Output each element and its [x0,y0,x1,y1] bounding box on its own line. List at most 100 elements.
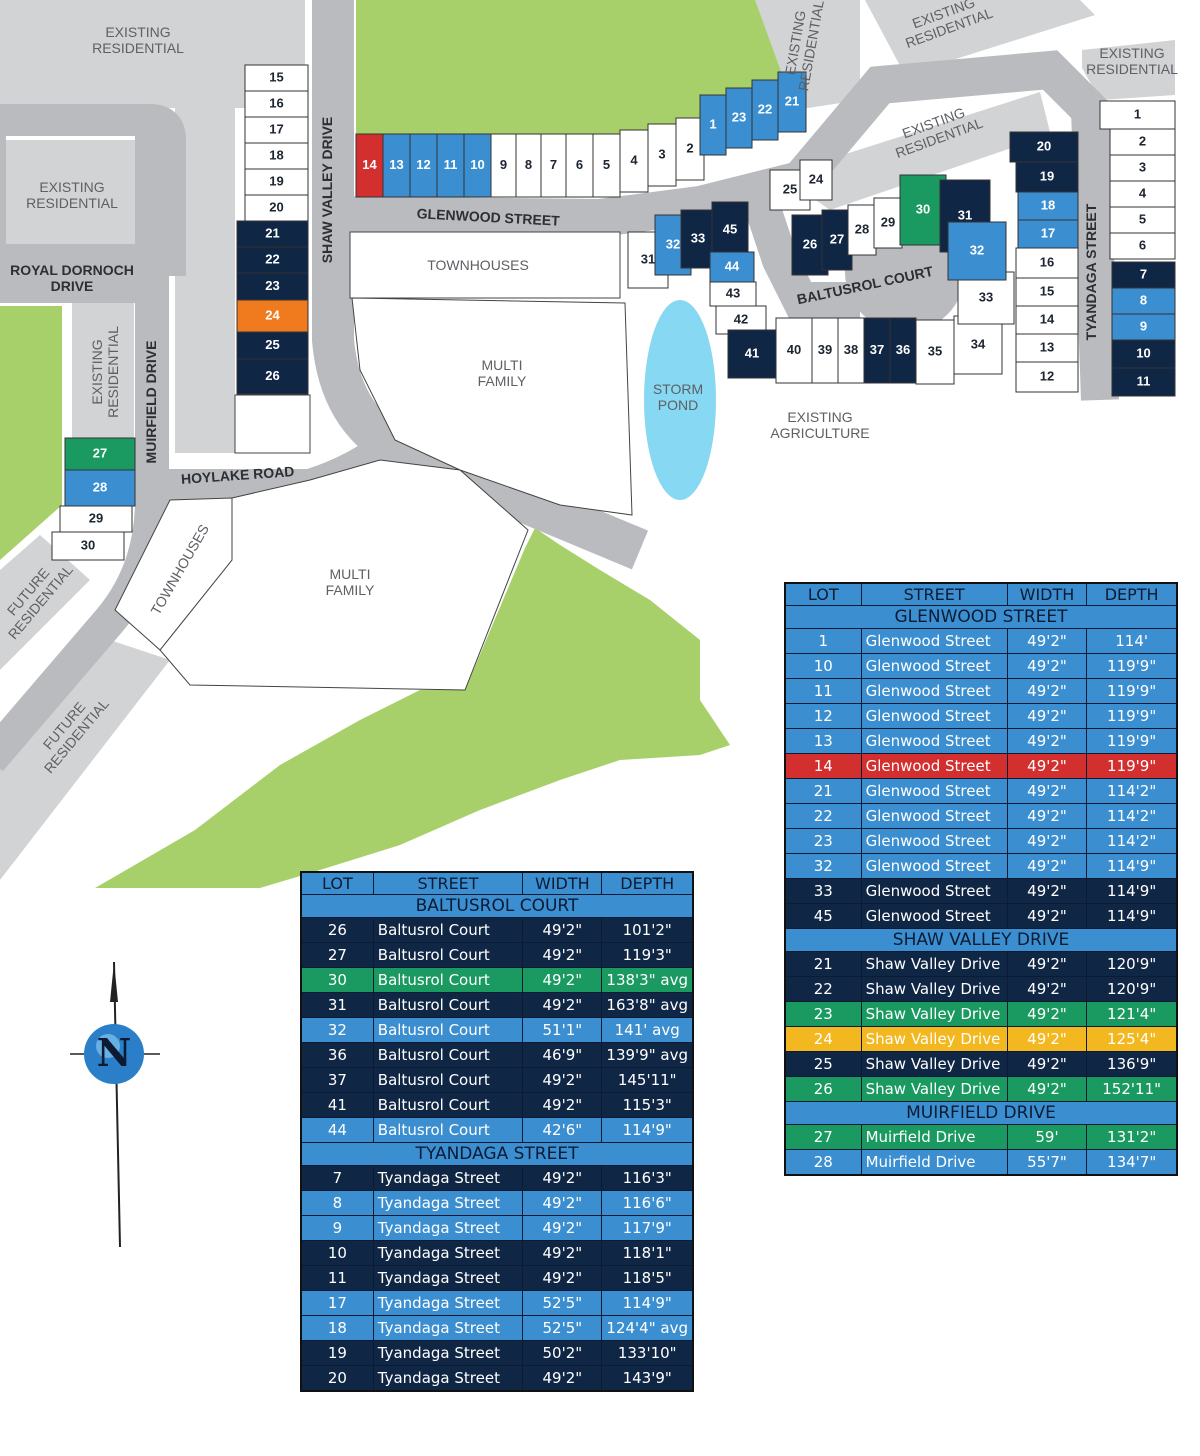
lot-22[interactable]: 22 [751,79,779,141]
lot-32[interactable]: 32 [947,221,1007,281]
lot-number: 32 [666,236,680,251]
lot-13[interactable]: 13 [382,133,411,198]
lot-21[interactable]: 21 [236,220,309,248]
lot-21[interactable]: 21 [777,71,807,133]
lot-30[interactable]: 30 [899,174,947,246]
lot-18[interactable]: 18 [244,142,309,170]
lot-23[interactable]: 23 [725,87,753,149]
lot-10[interactable]: 10 [463,133,492,198]
lot-40[interactable]: 40 [775,317,813,384]
lot-16[interactable]: 16 [1015,247,1079,279]
depth-cell: 136'9" [1086,1051,1178,1077]
lot-22[interactable]: 22 [236,246,309,274]
lot-15[interactable]: 15 [1015,277,1079,307]
lot-4[interactable]: 4 [1109,180,1176,208]
lot-36[interactable]: 36 [889,317,917,384]
lot-35[interactable]: 35 [915,319,955,385]
lot-number: 13 [389,157,403,172]
lot-cell: 11 [300,1265,374,1291]
lot-27[interactable]: 27 [64,437,136,471]
lot-28[interactable]: 28 [847,204,877,256]
lot-number: 15 [269,69,283,84]
lot-39[interactable]: 39 [811,317,839,384]
lot-16[interactable]: 16 [244,90,309,118]
lot-12[interactable]: 12 [1015,361,1079,393]
lot-24[interactable]: 24 [236,299,309,333]
lot-18[interactable]: 18 [1017,191,1079,221]
lot-23[interactable]: 23 [236,272,309,301]
lot-33[interactable]: 33 [957,271,1015,325]
lot-5[interactable]: 5 [592,133,621,198]
lot-37[interactable]: 37 [863,317,891,384]
lot-15[interactable]: 15 [244,64,309,92]
park-green-space-south [0,528,730,888]
lot-14[interactable]: 14 [355,133,384,198]
lot-6[interactable]: 6 [565,133,594,198]
lot-9[interactable]: 9 [490,133,517,198]
lot-5[interactable]: 5 [1109,206,1176,234]
lot-4[interactable]: 4 [619,129,649,193]
lot-20[interactable]: 20 [1009,131,1079,163]
lot-19[interactable]: 19 [244,168,309,196]
lot-19[interactable]: 19 [1015,161,1079,193]
lot-number: 4 [630,152,638,167]
lot-cell: 21 [784,778,862,804]
lot-cell: 17 [300,1290,374,1316]
lot-25[interactable]: 25 [236,331,309,360]
lot-1[interactable]: 1 [699,94,727,156]
lot-14[interactable]: 14 [1015,305,1079,335]
lot-13[interactable]: 13 [1015,333,1079,363]
lot-number: 19 [269,173,283,188]
lot-7[interactable]: 7 [1111,261,1176,289]
lot-8[interactable]: 8 [1111,287,1176,315]
lot-43[interactable]: 43 [709,281,757,307]
lot-42[interactable]: 42 [715,305,767,335]
lot-6[interactable]: 6 [1109,232,1176,260]
width-cell: 49'2" [522,917,603,943]
lot-1[interactable]: 1 [1099,100,1176,130]
lot-11[interactable]: 11 [1111,367,1176,397]
lot-number: 33 [691,230,705,245]
lot-10[interactable]: 10 [1111,339,1176,369]
lot-41[interactable]: 41 [727,329,777,379]
lot-38[interactable]: 38 [837,317,865,384]
lot-29[interactable]: 29 [873,197,903,249]
lot-17[interactable]: 17 [244,116,309,144]
lot-24[interactable]: 24 [799,159,833,201]
lot-44[interactable]: 44 [709,251,755,283]
lot-17[interactable]: 17 [1017,219,1079,249]
lot-2[interactable]: 2 [1109,128,1176,156]
lot-26[interactable]: 26 [236,358,309,395]
width-cell: 49'2" [522,1067,603,1093]
lot-cell: 24 [784,1026,862,1052]
lot-11[interactable]: 11 [436,133,465,198]
lot-7[interactable]: 7 [540,133,567,198]
lot-34[interactable]: 34 [953,315,1003,375]
depth-cell: 118'5" [601,1265,694,1291]
lot-3[interactable]: 3 [1109,154,1176,182]
future-residential-parcel [0,535,90,670]
lot-number: 15 [1040,283,1054,298]
lot-9[interactable]: 9 [1111,313,1176,341]
lot-28[interactable]: 28 [64,469,136,507]
lot-30[interactable]: 30 [51,531,125,561]
street-cell: Glenwood Street [860,803,1008,829]
compass-letter: N [97,1030,132,1075]
multi-family-parcel [351,297,633,516]
lot-12[interactable]: 12 [409,133,438,198]
lot-33[interactable]: 33 [680,209,716,269]
lot-29[interactable]: 29 [59,505,133,533]
section-header-row: MUIRFIELD DRIVE [784,1101,1178,1125]
lot-8[interactable]: 8 [515,133,542,198]
depth-cell: 120'9" [1086,951,1178,977]
lot-3[interactable]: 3 [647,123,677,187]
lot-20[interactable]: 20 [244,194,309,222]
townhouses-parcel [349,231,621,299]
lot-45[interactable]: 45 [711,201,749,259]
